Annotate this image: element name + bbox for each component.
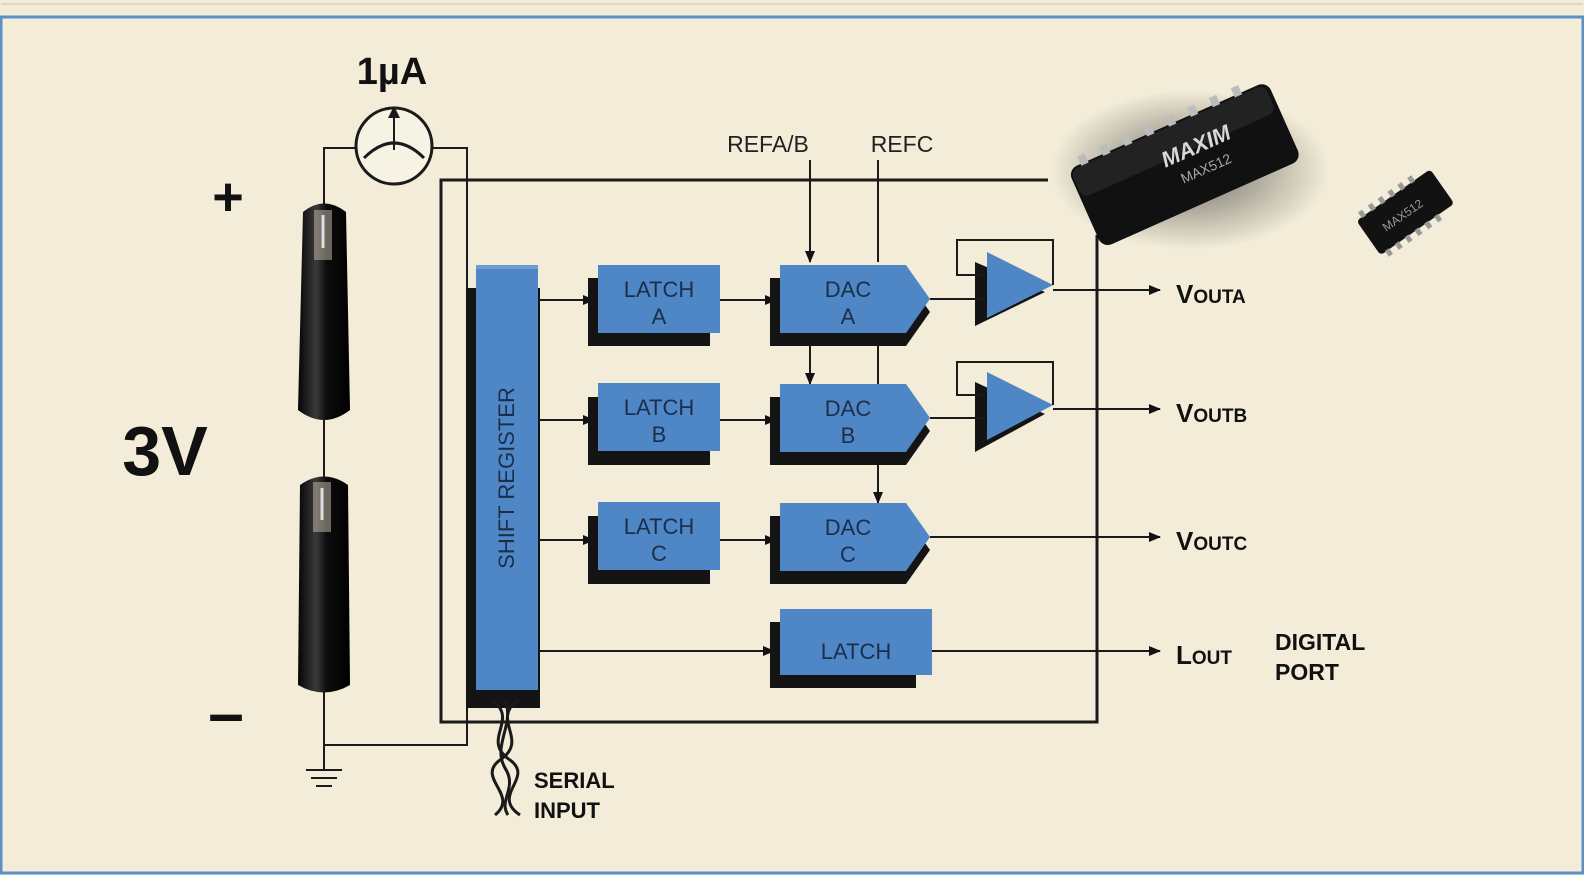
latch-a-letter: A <box>652 304 667 329</box>
amplifier-b-icon <box>956 361 1054 452</box>
voltage-label: 3V <box>122 412 208 490</box>
dip-chip-image: MAXIM MAX512 <box>1050 84 1330 250</box>
vout-a-label: VOUTA <box>1176 279 1246 309</box>
vout-b-label: VOUTB <box>1176 398 1247 428</box>
serial-input-label: SERIAL <box>534 768 615 793</box>
shift-register-label: SHIFT REGISTER <box>494 387 519 569</box>
output-latch-label: LATCH <box>821 639 892 664</box>
output-latch-block: LATCH <box>770 609 932 688</box>
ammeter-icon <box>354 106 434 186</box>
soic-chip-image: MAX512 <box>1357 170 1453 257</box>
vout-c-label: VOUTC <box>1176 526 1247 556</box>
battery-cell-top <box>298 203 350 420</box>
chip-outline <box>439 178 1099 724</box>
latch-c-label: LATCH <box>624 514 695 539</box>
ref-c-label: REFC <box>871 131 934 157</box>
amplifier-a-icon <box>956 239 1054 326</box>
plus-label: + <box>212 167 244 227</box>
battery-stack <box>298 147 468 787</box>
shift-register-block: SHIFT REGISTER <box>466 265 540 708</box>
latch-a-label: LATCH <box>624 277 695 302</box>
battery-cell-bottom <box>298 476 350 693</box>
ground-icon <box>306 769 342 787</box>
current-label: 1µA <box>357 51 427 93</box>
latch-b-block: LATCH B <box>588 383 720 465</box>
dac-c-letter: C <box>840 542 856 567</box>
dac-b-letter: B <box>841 423 856 448</box>
dac-c-label: DAC <box>825 515 872 540</box>
figure-frame <box>0 15 1584 875</box>
latch-c-block: LATCH C <box>588 502 720 584</box>
dac-b-label: DAC <box>825 396 872 421</box>
serial-input-cable <box>490 698 521 817</box>
digital-port-label-2: PORT <box>1275 659 1339 685</box>
dac-b-block: DAC B <box>770 384 930 465</box>
digital-port-label: DIGITAL <box>1275 629 1365 655</box>
serial-input-label-2: INPUT <box>534 798 601 823</box>
dac-c-block: DAC C <box>770 503 930 584</box>
dac-a-label: DAC <box>825 277 872 302</box>
latch-b-letter: B <box>652 422 667 447</box>
latch-a-block: LATCH A <box>588 265 720 346</box>
latch-b-label: LATCH <box>624 395 695 420</box>
lout-label: LOUT <box>1176 640 1232 670</box>
dac-a-block: DAC A <box>770 265 930 346</box>
minus-label: – <box>208 677 244 749</box>
dac-a-letter: A <box>841 304 856 329</box>
latch-c-letter: C <box>651 541 667 566</box>
ref-ab-label: REFA/B <box>727 131 809 157</box>
